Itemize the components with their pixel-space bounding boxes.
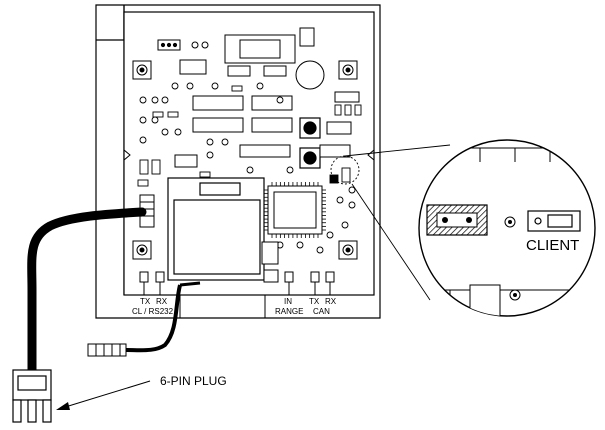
label-tx-left: TX [140,297,151,306]
client-header [527,210,581,232]
label-rx-right: RX [325,297,337,306]
zoom-detail: CLIENT [418,139,596,317]
label-range: RANGE [275,307,303,316]
label-tx-right: TX [309,297,320,306]
daughter-board [167,177,265,281]
cable [27,207,147,375]
top-connector [224,27,325,90]
mounting-posts [132,60,358,260]
plug-callout-label: 6-PIN PLUG [160,374,227,388]
small-components [137,82,362,254]
six-pin-plug [12,369,52,423]
label-cl-rs232: CL / RS232 [132,307,174,316]
jumper-header [157,39,209,51]
bottom-label-panel [124,294,374,318]
pcb-board [123,11,375,296]
antenna-cable [87,281,201,357]
led-indicators [139,271,335,295]
mcu-pins [264,182,326,238]
plug-callout-arrow [56,380,151,410]
client-label: CLIENT [526,237,579,254]
client-jumper [426,204,488,236]
zoom-callout-lines [330,144,451,301]
microcontroller [267,185,323,235]
side-connector [139,194,155,228]
label-can: CAN [313,307,330,316]
label-rx-left: RX [156,297,168,306]
potentiometers [299,117,321,169]
label-in: IN [284,297,292,306]
ic-chips [174,59,293,168]
